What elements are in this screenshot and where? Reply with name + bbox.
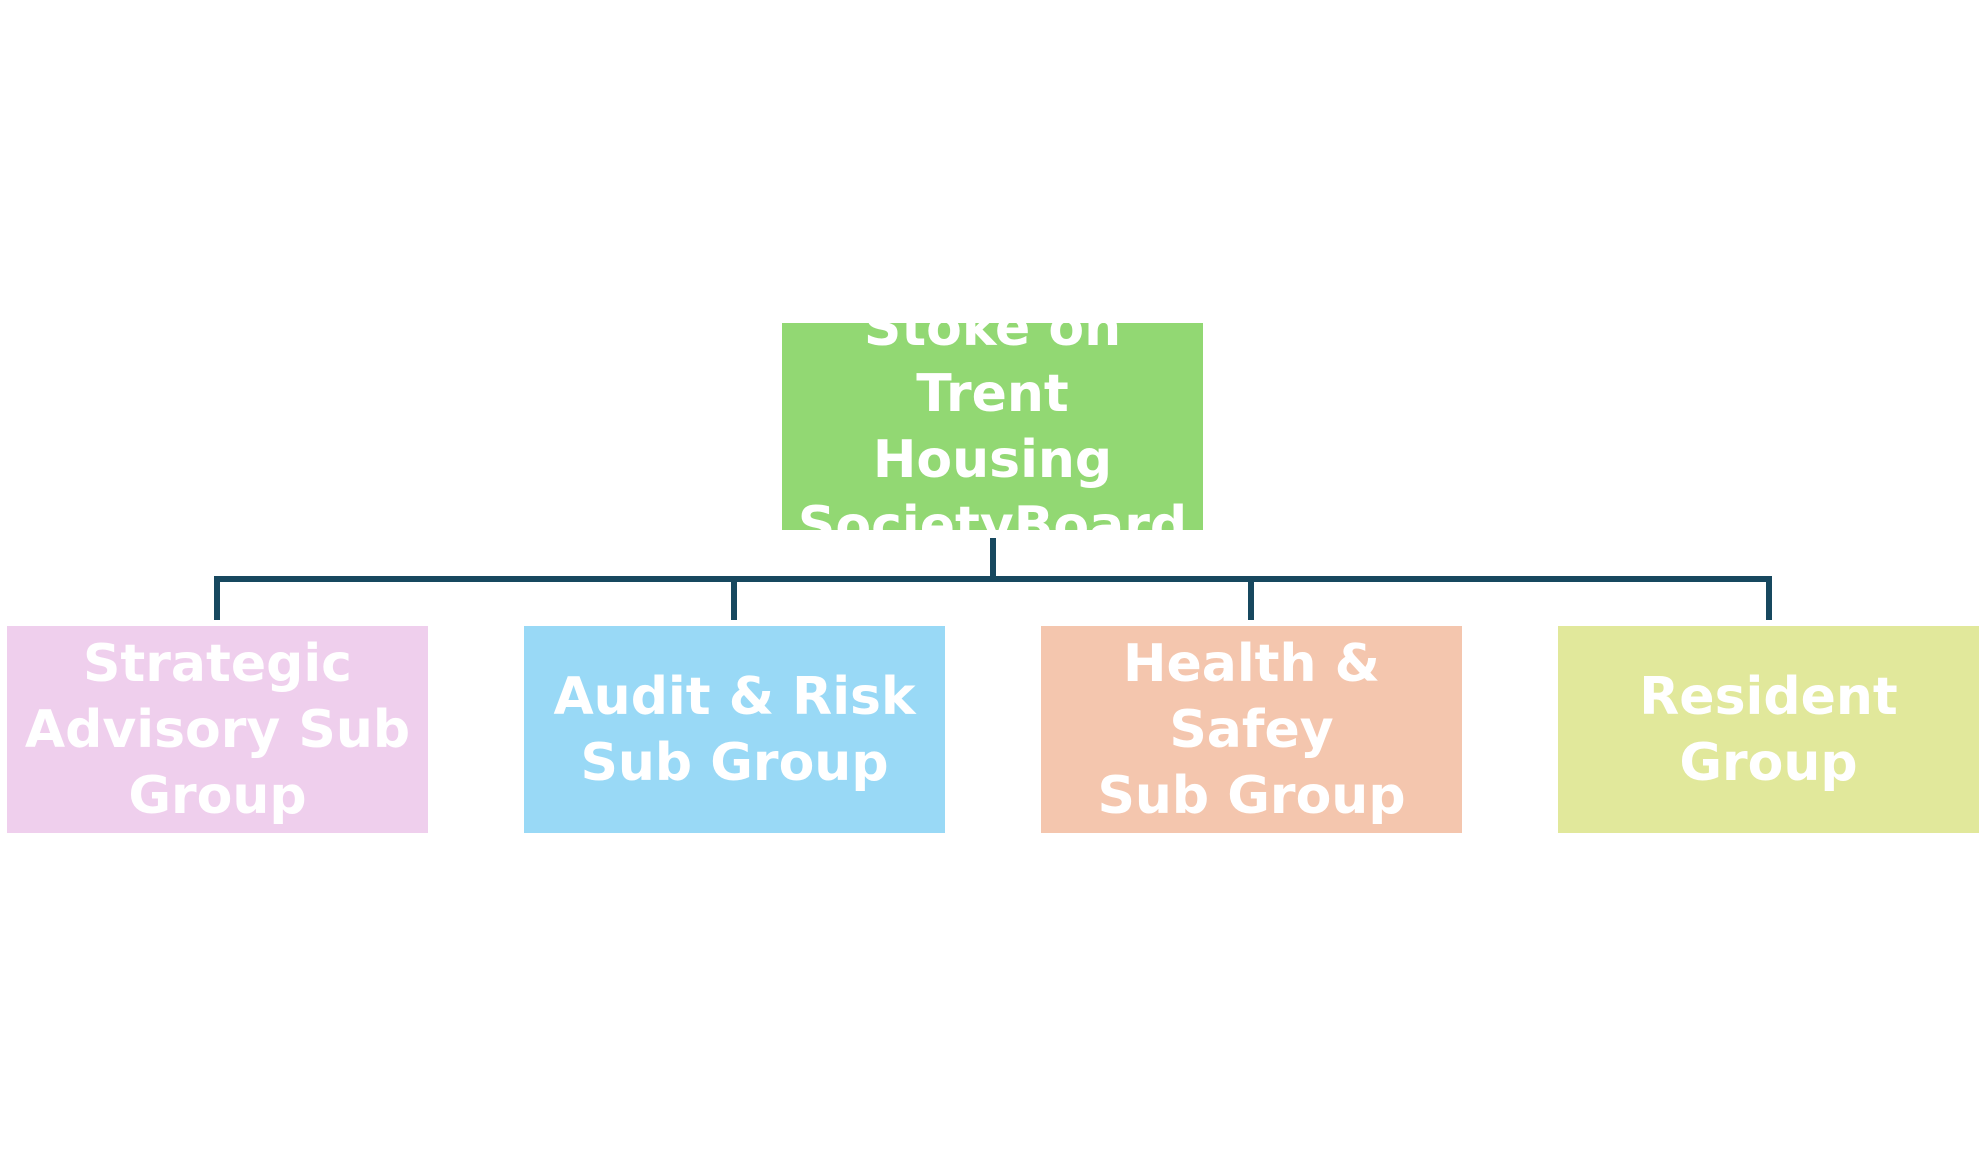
connector-horizontal-bar — [214, 576, 1772, 582]
child-node-resident-group: Resident Group — [1558, 626, 1979, 833]
connector-drop-resident — [1766, 576, 1772, 620]
child-label-line: Sub Group — [580, 732, 889, 793]
connector-drop-strategic — [214, 576, 220, 620]
root-node-board: Stoke on Trent Housing SocietyBoard — [782, 298, 1203, 556]
child-label-line: Health & Safey — [1122, 633, 1381, 760]
child-label-line: Resident — [1639, 666, 1898, 727]
child-node-label: Resident Group — [1639, 664, 1897, 796]
connector-drop-health — [1248, 576, 1254, 620]
child-node-health-safety: Health & Safey Sub Group — [1041, 626, 1462, 833]
child-label-line: Sub Group — [1097, 765, 1406, 826]
child-label-line: Group — [128, 765, 307, 826]
connector-drop-audit — [731, 576, 737, 620]
child-label-line: Audit & Risk — [553, 666, 916, 727]
child-node-audit-risk: Audit & Risk Sub Group — [524, 626, 945, 833]
child-label-line: Advisory Sub — [24, 699, 411, 760]
child-node-label: Health & Safey Sub Group — [1041, 631, 1462, 829]
child-label-line: Group — [1679, 732, 1858, 793]
root-label-line: Housing — [872, 429, 1113, 490]
root-label-line: Stoke on Trent — [863, 297, 1122, 424]
child-node-label: Strategic Advisory Sub Group — [25, 631, 410, 829]
connector-stem — [990, 538, 996, 580]
root-node-label: Stoke on Trent Housing SocietyBoard — [782, 295, 1203, 559]
child-node-strategic-advisory: Strategic Advisory Sub Group — [7, 626, 428, 833]
child-label-line: Strategic — [82, 633, 353, 694]
child-node-label: Audit & Risk Sub Group — [553, 664, 915, 796]
